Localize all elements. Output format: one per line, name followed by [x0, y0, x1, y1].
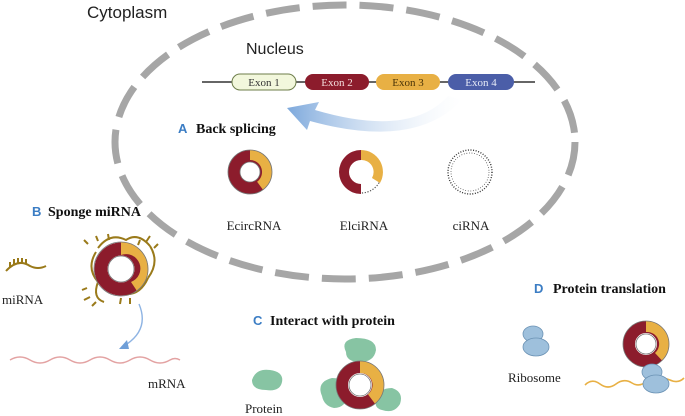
translation-ring	[584, 320, 685, 394]
section-d-title: Protein translation	[553, 282, 666, 297]
nucleus-label: Nucleus	[246, 41, 304, 58]
ribosome-label: Ribosome	[508, 370, 561, 385]
ecircrna-label: EcircRNA	[227, 218, 282, 233]
protein-icon	[252, 369, 283, 391]
protein-label: Protein	[245, 401, 283, 416]
exon-1: Exon 1	[231, 73, 297, 91]
gene-strand: Exon 1 Exon 2 Exon 3 Exon 4	[202, 73, 535, 91]
cytoplasm-label: Cytoplasm	[87, 3, 167, 22]
section-c-title: Interact with protein	[270, 314, 395, 329]
exon-1-label: Exon 1	[248, 77, 279, 89]
ribosome-icon	[522, 325, 550, 357]
cirna-ring	[447, 149, 493, 195]
elcirna-label: ElciRNA	[340, 218, 389, 233]
mirna-label: miRNA	[2, 292, 44, 307]
nucleus-boundary	[111, 1, 579, 283]
sponge-ring	[81, 233, 159, 307]
back-splicing-arrow	[287, 96, 462, 132]
sponge-arrow	[119, 303, 143, 349]
exon-4: Exon 4	[448, 74, 514, 90]
exon-3: Exon 3	[376, 74, 440, 90]
section-a-title: Back splicing	[196, 122, 276, 137]
section-d-letter: D	[534, 281, 543, 296]
section-a-letter: A	[178, 121, 188, 136]
mirna-icon	[5, 258, 47, 272]
elcirna-ring	[339, 150, 383, 194]
exon-3-label: Exon 3	[392, 77, 424, 89]
protein-bound-ring	[320, 338, 401, 412]
cirna-label: ciRNA	[453, 218, 490, 233]
mrna-strand	[9, 356, 181, 364]
exon-2-label: Exon 2	[321, 77, 352, 89]
mrna-label: mRNA	[148, 376, 186, 391]
nascent-peptide	[584, 377, 685, 388]
exon-4-label: Exon 4	[465, 77, 497, 89]
section-b-title: Sponge miRNA	[48, 205, 142, 220]
section-c-letter: C	[253, 313, 263, 328]
section-b-letter: B	[32, 204, 41, 219]
exon-2: Exon 2	[305, 74, 369, 90]
ecircrna-ring	[227, 149, 273, 195]
